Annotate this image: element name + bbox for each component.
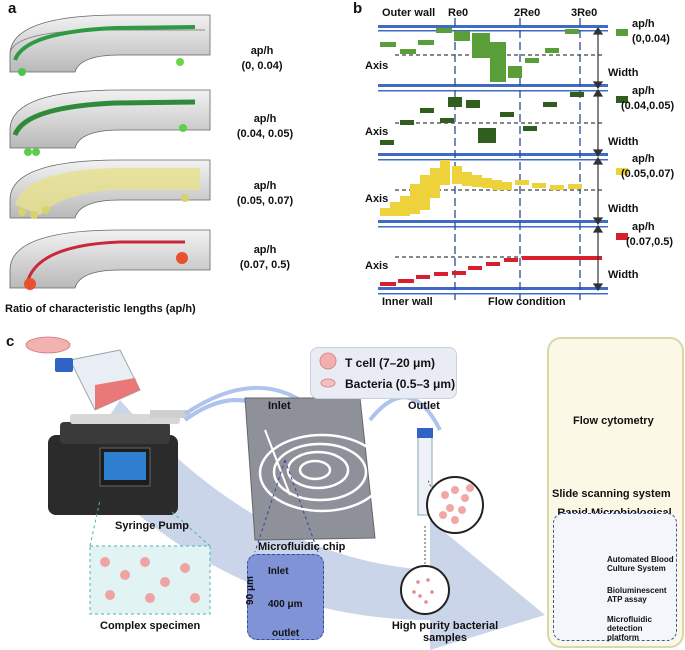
high-purity-label: High purity bacterial samples [391,620,499,644]
legend-b-label-4: ap/h [632,221,655,233]
inner-wall-label: Inner wall [382,296,433,308]
outlet-label: Outlet [408,400,440,412]
legend-swatches [616,29,628,240]
complex-specimen-label: Complex specimen [100,620,201,632]
rmm-item-1: Automated Blood Culture System [607,555,674,573]
re-lines [454,18,581,300]
panel-c-label: c [6,333,15,350]
axis-label-2: Axis [365,126,389,138]
ap-h-label-1: ap/h [250,45,274,57]
rmm-item-3: Microfluidic detection platform [607,615,652,642]
channel-inlet-label: Inlet [268,566,289,577]
ap-h-range-3: (0.05, 0.07) [236,195,294,207]
channel-shell-4 [9,229,211,290]
rmm-item-2: Bioluminescent ATP assay [607,586,667,604]
re0-label: Re0 [448,7,469,19]
ap-h-range-1: (0, 0.04) [241,60,283,72]
width-label-2: Width [608,136,639,148]
cell-legend-icons [319,352,337,388]
legend-b-label-3: ap/h [632,153,655,165]
chip-plate [244,397,376,541]
channel-400um-label: 400 μm [268,599,303,610]
panel-b-plot [378,18,628,300]
axis-label-4: Axis [365,260,389,272]
legend-b-label-2: ap/h [632,85,655,97]
rmm-methods-box [553,513,677,641]
bars-row-2 [380,92,584,145]
syringe-pump-label: Syringe Pump [115,520,189,532]
legend-b-range-4: (0.07,0.5) [626,236,674,248]
ap-h-label-4: ap/h [253,244,277,256]
panel-b-label: b [353,0,363,17]
legend-tcell: T cell (7–20 μm) [345,356,436,370]
panel-a-channels [9,14,211,290]
legend-b-range-2: (0.04,0.05) [621,100,675,112]
channel-detail-box [247,554,324,640]
width-label-3: Width [608,203,639,215]
re3-label: 3Re0 [571,7,598,19]
width-label-1: Width [608,67,639,79]
legend-bacteria: Bacteria (0.5–3 μm) [345,377,456,391]
bars-row-3 [380,160,582,216]
panel-a-caption: Ratio of characteristic lengths (ap/h) [5,303,196,315]
ap-h-range-4: (0.07, 0.5) [239,259,291,271]
channel-shell-2 [9,89,211,156]
legend-b-range-3: (0.05,0.07) [621,168,675,180]
outer-wall-label: Outer wall [382,7,436,19]
ap-h-range-2: (0.04, 0.05) [236,128,294,140]
panel-a-label: a [8,0,17,17]
channel-shell-1 [9,14,211,76]
axis-label-3: Axis [365,193,389,205]
bars-row-4 [380,256,602,286]
microfluidic-chip-label: Microfluidic chip [258,541,346,553]
width-arrows [592,26,604,292]
ap-h-label-3: ap/h [253,180,277,192]
channel-outlet-label: outlet [272,628,300,639]
channel-90um-label: 90 μm [244,576,256,605]
inlet-label: Inlet [268,400,291,412]
flow-condition-label: Flow condition [488,296,566,308]
bars-row-1 [380,28,579,82]
legend-b-label-1: ap/h [632,18,655,30]
width-label-4: Width [608,269,639,281]
re2-label: 2Re0 [514,7,541,19]
ap-h-label-2: ap/h [253,113,277,125]
legend-b-range-1: (0,0.04) [632,33,670,45]
axis-label-1: Axis [365,60,389,72]
wall-lines [378,25,608,295]
channel-shell-3 [9,159,211,219]
slide-scanning-label: Slide scanning system [552,488,671,500]
flow-cytometry-label: Flow cytometry [573,415,654,427]
